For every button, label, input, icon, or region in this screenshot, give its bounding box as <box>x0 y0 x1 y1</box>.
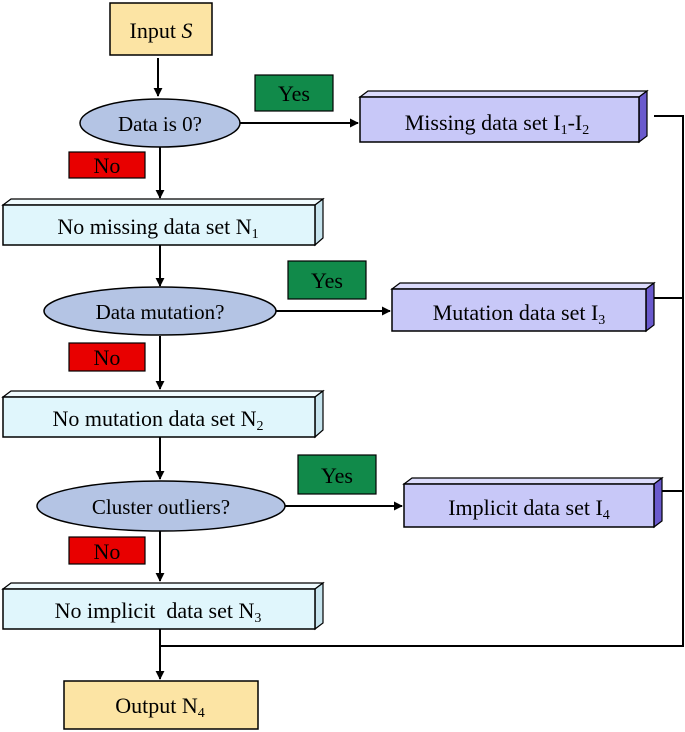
mutation-data-set-box: Mutation data set I3 <box>390 281 656 333</box>
connectors <box>153 58 684 680</box>
yes-badge-2: Yes <box>287 260 367 300</box>
no-mutation-data-set-box: No mutation data set N2 <box>1 389 325 439</box>
decision-2-shape <box>43 286 277 336</box>
decision-cluster-outliers: Cluster outliers? <box>36 480 286 532</box>
merge-line <box>160 115 684 647</box>
no-label-1: No <box>94 153 121 178</box>
output-label: Output N4 <box>115 693 205 721</box>
decision-1-shape <box>79 98 241 148</box>
decision-data-is-zero: Data is 0? <box>79 98 241 148</box>
output-node: Output N4 <box>63 680 259 730</box>
no-implicit-data-set-label: No implicit data set N3 <box>55 598 262 626</box>
output-box <box>63 680 259 730</box>
decision-1-label: Data is 0? <box>118 112 202 136</box>
no-badge-2: No <box>68 342 146 372</box>
decision-3-label: Cluster outliers? <box>92 495 230 519</box>
yes-badge-1: Yes <box>254 74 334 112</box>
implicit-data-set-box: Implicit data set I4 <box>402 476 664 529</box>
missing-data-set-box: Missing data set I1-I2 <box>358 89 649 144</box>
no-label-2: No <box>94 345 121 370</box>
yes-label-2: Yes <box>311 268 343 293</box>
no-mutation-data-set-label: No mutation data set N2 <box>52 406 263 434</box>
missing-data-set-label: Missing data set I1-I2 <box>405 110 589 138</box>
input-box <box>109 2 213 56</box>
mutation-data-set-label: Mutation data set I3 <box>433 300 606 328</box>
input-label: Input S <box>130 18 193 43</box>
no-missing-data-set-label: No missing data set N1 <box>57 214 258 242</box>
no-label-3: No <box>94 539 121 564</box>
yes-badge-3: Yes <box>297 454 377 495</box>
decision-2-label: Data mutation? <box>96 300 225 324</box>
yes-label-1: Yes <box>278 81 310 106</box>
no-badge-1: No <box>68 151 146 179</box>
decision-3-shape <box>36 480 286 532</box>
input-node: Input S <box>109 2 213 56</box>
implicit-data-set-label: Implicit data set I4 <box>448 495 610 523</box>
no-implicit-data-set-box: No implicit data set N3 <box>1 581 325 631</box>
yes-label-3: Yes <box>321 463 353 488</box>
no-badge-3: No <box>68 536 146 565</box>
no-missing-data-set-box: No missing data set N1 <box>1 197 325 247</box>
decision-data-mutation: Data mutation? <box>43 286 277 336</box>
